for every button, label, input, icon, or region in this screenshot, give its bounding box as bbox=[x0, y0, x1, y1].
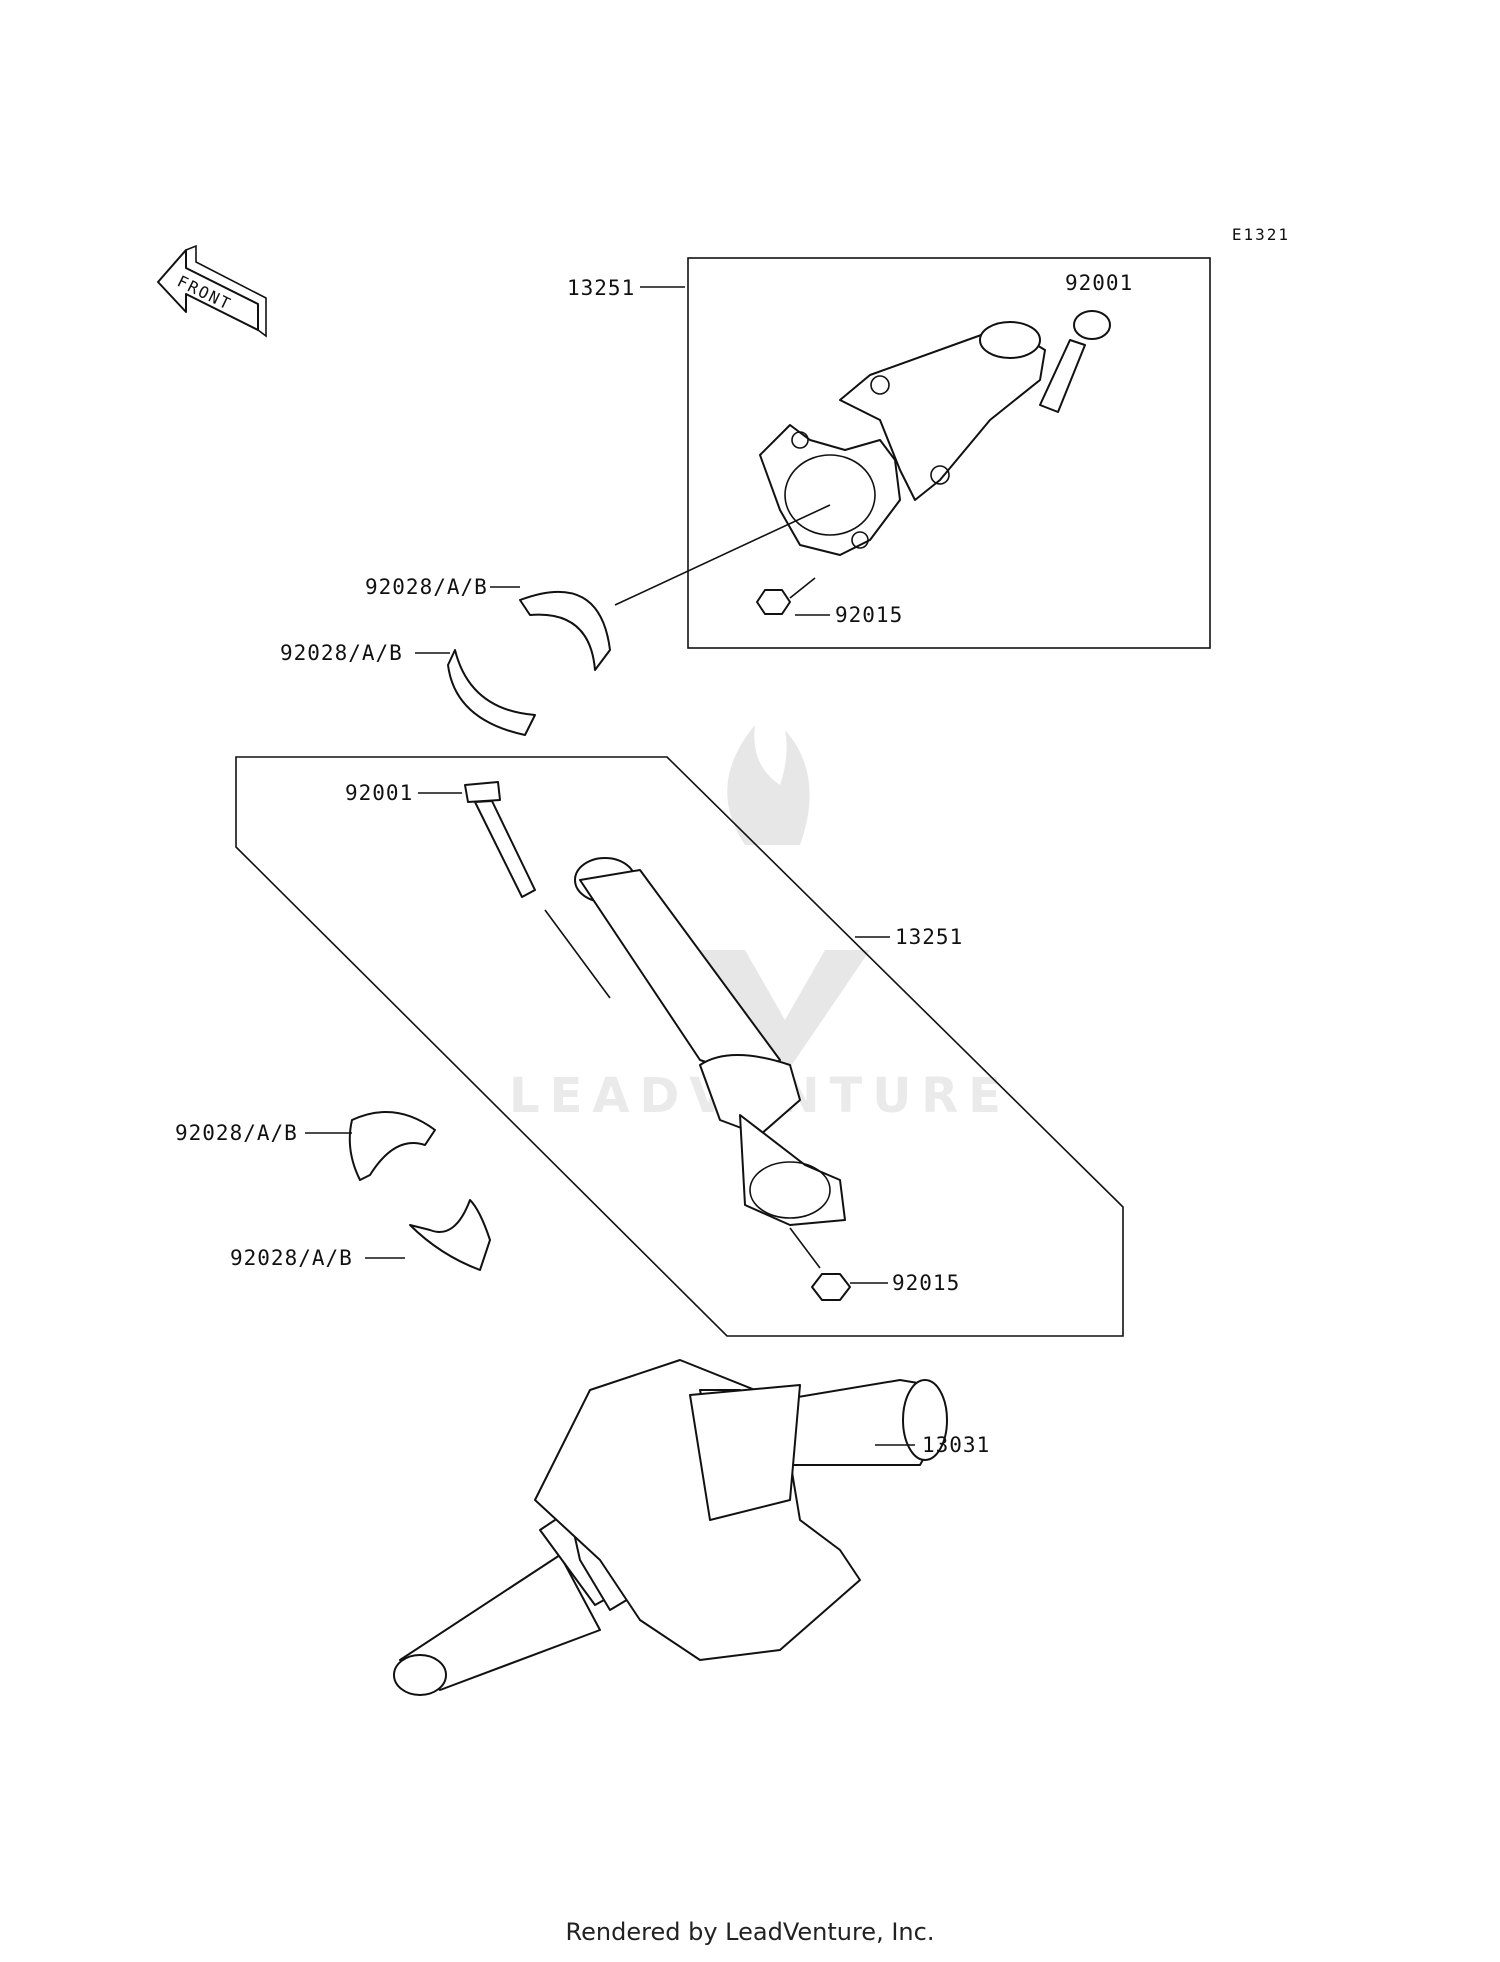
callout-bearing-upper-b[interactable]: 92028/A/B bbox=[280, 641, 403, 665]
callout-bolt-upper[interactable]: 92001 bbox=[1065, 271, 1133, 295]
callout-bearing-lower-a[interactable]: 92028/A/B bbox=[175, 1121, 298, 1145]
callout-bearing-lower-b[interactable]: 92028/A/B bbox=[230, 1246, 353, 1270]
footer-credit: Rendered by LeadVenture, Inc. bbox=[565, 1918, 935, 1946]
upper-rod-bolt bbox=[1039, 310, 1111, 413]
lower-connecting-rod bbox=[574, 857, 846, 1226]
callout-rod-lower[interactable]: 13251 bbox=[895, 925, 963, 949]
upper-rod-nut bbox=[756, 589, 791, 615]
diagram-code: E1321 bbox=[1232, 225, 1290, 244]
crankshaft bbox=[393, 1359, 948, 1696]
upper-connecting-rod-box bbox=[687, 257, 1211, 649]
upper-connecting-rod bbox=[759, 321, 1046, 556]
lower-rod-bolt bbox=[464, 781, 611, 999]
callout-bolt-lower[interactable]: 92001 bbox=[345, 781, 413, 805]
callout-nut-upper[interactable]: 92015 bbox=[835, 603, 903, 627]
front-arrow-icon: FRONT bbox=[157, 244, 267, 338]
lower-connecting-rod-box bbox=[235, 756, 1124, 1337]
lower-rod-nut bbox=[811, 1273, 851, 1301]
lower-bearing-shell-b bbox=[409, 1199, 491, 1271]
lower-bearing-shell-a bbox=[348, 1111, 436, 1181]
callout-crankshaft[interactable]: 13031 bbox=[922, 1433, 990, 1457]
callout-nut-lower[interactable]: 92015 bbox=[892, 1271, 960, 1295]
upper-bearing-shell-a bbox=[519, 590, 611, 671]
callout-rod-upper[interactable]: 13251 bbox=[567, 276, 635, 300]
callout-bearing-upper-a[interactable]: 92028/A/B bbox=[365, 575, 488, 599]
upper-bearing-shell-b bbox=[447, 649, 536, 736]
